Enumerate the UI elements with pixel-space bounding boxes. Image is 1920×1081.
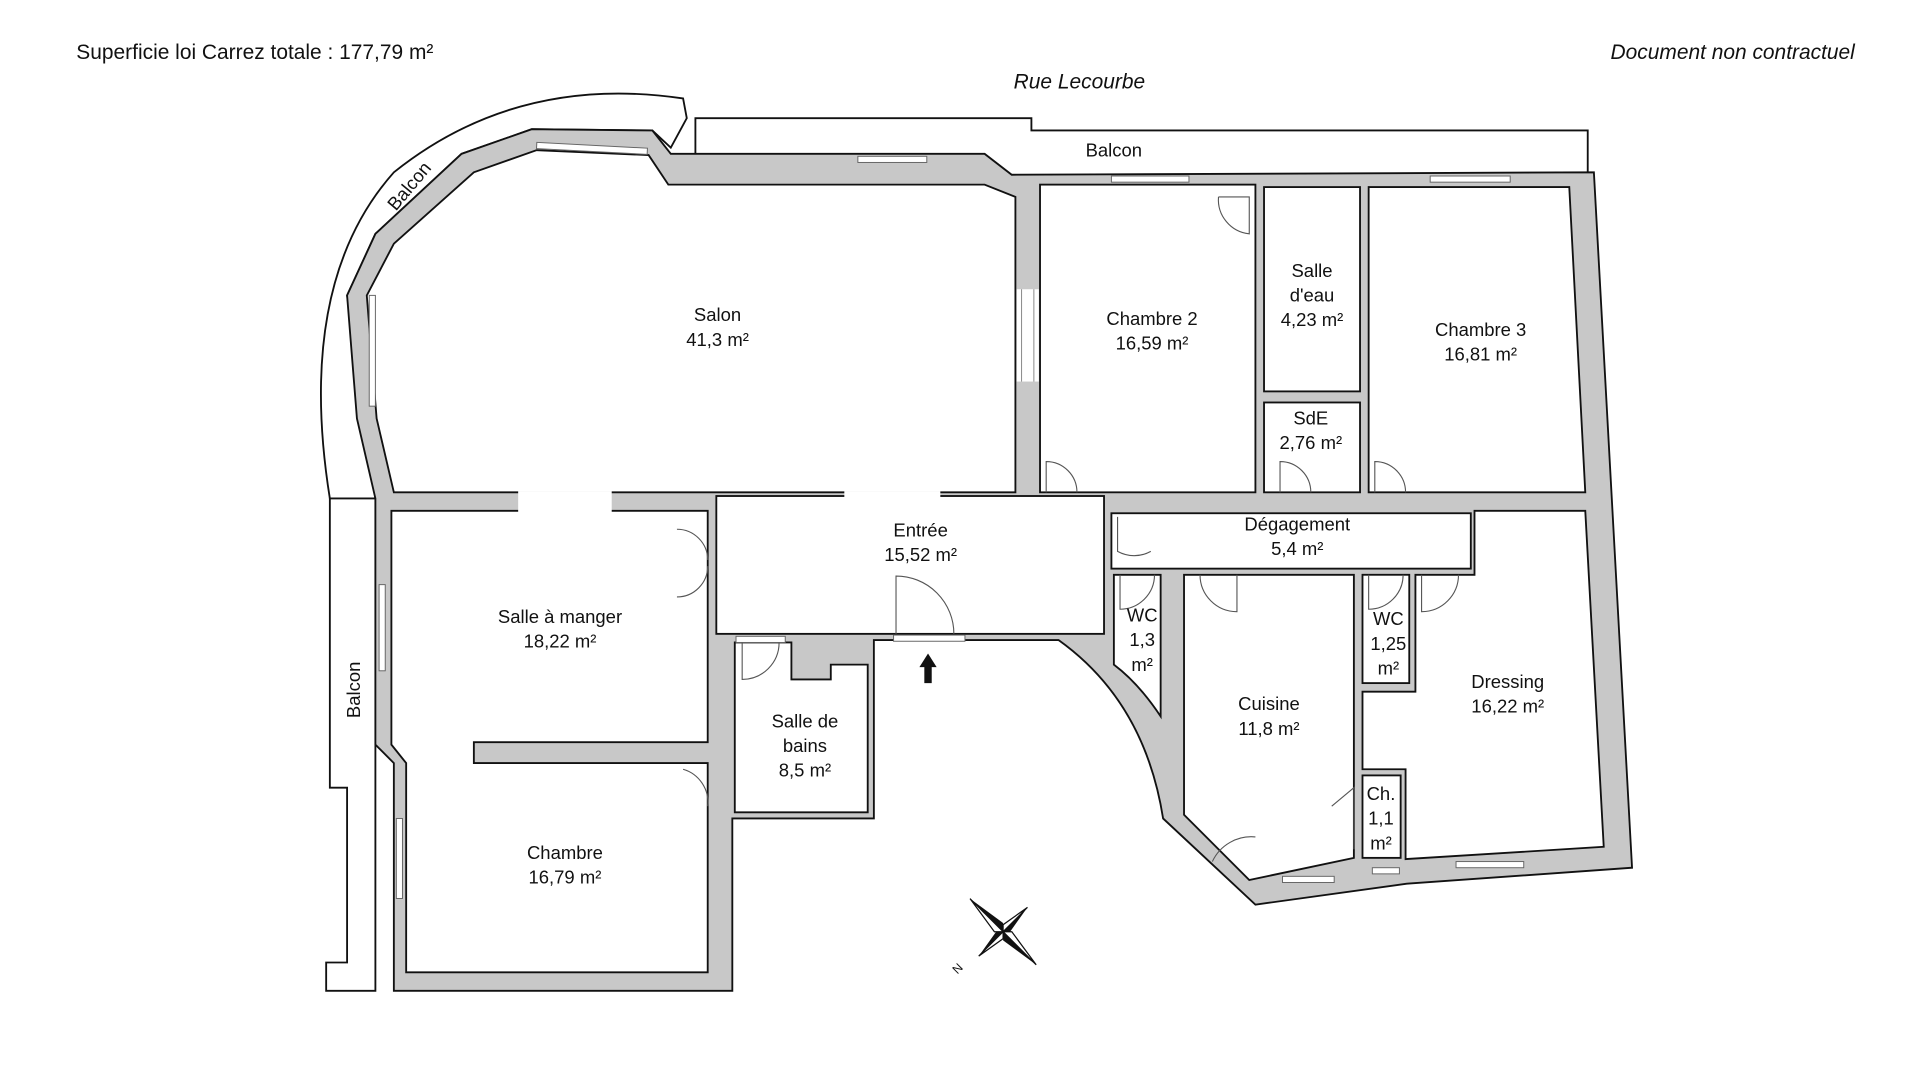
room-degagement <box>1110 512 1472 570</box>
room-entree <box>715 495 1105 635</box>
room-name: Cuisine <box>1238 694 1300 716</box>
entrance-arrow-icon <box>919 653 937 684</box>
room-chambre-3 <box>1367 186 1587 494</box>
room-name: WC <box>1126 605 1158 627</box>
room-area: 16,59 m² <box>1115 333 1189 355</box>
room-label-salle-eau: Salle d'eau 4,23 m² <box>1274 260 1350 334</box>
room-area: 16,79 m² <box>528 867 602 889</box>
room-name: Ch. <box>1366 784 1396 805</box>
room-name: Salon <box>693 305 742 327</box>
balcony-top-label: Balcon <box>1085 140 1143 162</box>
room-name: Dressing <box>1471 672 1545 693</box>
room-area: 1,25 m² <box>1370 633 1407 680</box>
street-label: Rue Lecourbe <box>1013 70 1146 94</box>
room-name: Chambre <box>526 843 603 865</box>
room-area: 15,52 m² <box>884 545 958 567</box>
room-name: Salle à manger <box>497 606 623 628</box>
room-area: 16,81 m² <box>1444 344 1518 366</box>
room-area: 41,3 m² <box>686 329 749 351</box>
room-area: 11,8 m² <box>1238 718 1300 740</box>
room-name: WC <box>1372 609 1404 631</box>
room-label-sde: SdE 2,76 m² <box>1280 407 1343 456</box>
room-area: 2,76 m² <box>1279 433 1343 455</box>
disclaimer-label: Document non contractuel <box>1610 40 1855 65</box>
opening-salon-sam <box>518 491 612 514</box>
room-area: 18,22 m² <box>523 631 597 653</box>
room-salle-de-bains <box>733 641 869 814</box>
room-label-dressing: Dressing 16,22 m² <box>1471 671 1544 720</box>
room-label-degagement: Dégagement 5,4 m² <box>1244 513 1350 562</box>
room-cuisine <box>1183 573 1355 882</box>
total-area-label: Superficie loi Carrez totale : 177,79 m² <box>76 40 434 65</box>
room-name: Salle d'eau <box>1289 260 1335 307</box>
room-name: Salle de bains <box>771 711 839 757</box>
opening-salon-entree <box>844 491 941 514</box>
room-area: 1,3 m² <box>1129 630 1156 676</box>
room-label-salle-de-bains: Salle de bains 8,5 m² <box>756 710 854 784</box>
room-name: Chambre 3 <box>1434 320 1527 341</box>
room-name: Entrée <box>893 520 948 542</box>
room-salon <box>365 149 1017 494</box>
room-salle-eau <box>1263 186 1361 393</box>
room-label-chambre-3: Chambre 3 16,81 m² <box>1435 319 1526 368</box>
room-salle-a-manger-chambre <box>390 509 709 974</box>
room-label-entree: Entrée 15,52 m² <box>884 519 957 568</box>
room-area: 16,22 m² <box>1471 696 1545 718</box>
room-name: Dégagement <box>1244 514 1351 536</box>
room-dressing <box>1361 509 1605 861</box>
balcony-left-label: Balcon <box>343 661 365 719</box>
room-area: 5,4 m² <box>1271 539 1324 561</box>
room-wc-1 <box>1112 573 1162 720</box>
room-area: 8,5 m² <box>778 760 832 782</box>
door-swings <box>676 196 1460 862</box>
balcony-left <box>325 497 377 992</box>
room-chambre-2 <box>1039 183 1257 494</box>
room-name: Chambre 2 <box>1106 308 1198 330</box>
room-wc-2 <box>1361 573 1411 685</box>
room-area: 4,23 m² <box>1280 310 1344 332</box>
windows <box>368 141 1525 899</box>
room-name: SdE <box>1293 408 1329 430</box>
glass-partition <box>1016 289 1039 382</box>
room-label-salle-a-manger: Salle à manger 18,22 m² <box>498 606 622 655</box>
room-ch <box>1361 774 1402 859</box>
room-label-ch: Ch. 1,1 m² <box>1364 783 1398 857</box>
room-label-wc-1: WC 1,3 m² <box>1121 604 1163 678</box>
compass-rose-icon <box>969 898 1037 966</box>
room-label-chambre-2: Chambre 2 16,59 m² <box>1106 308 1197 357</box>
room-area: 1,1 m² <box>1368 808 1394 855</box>
